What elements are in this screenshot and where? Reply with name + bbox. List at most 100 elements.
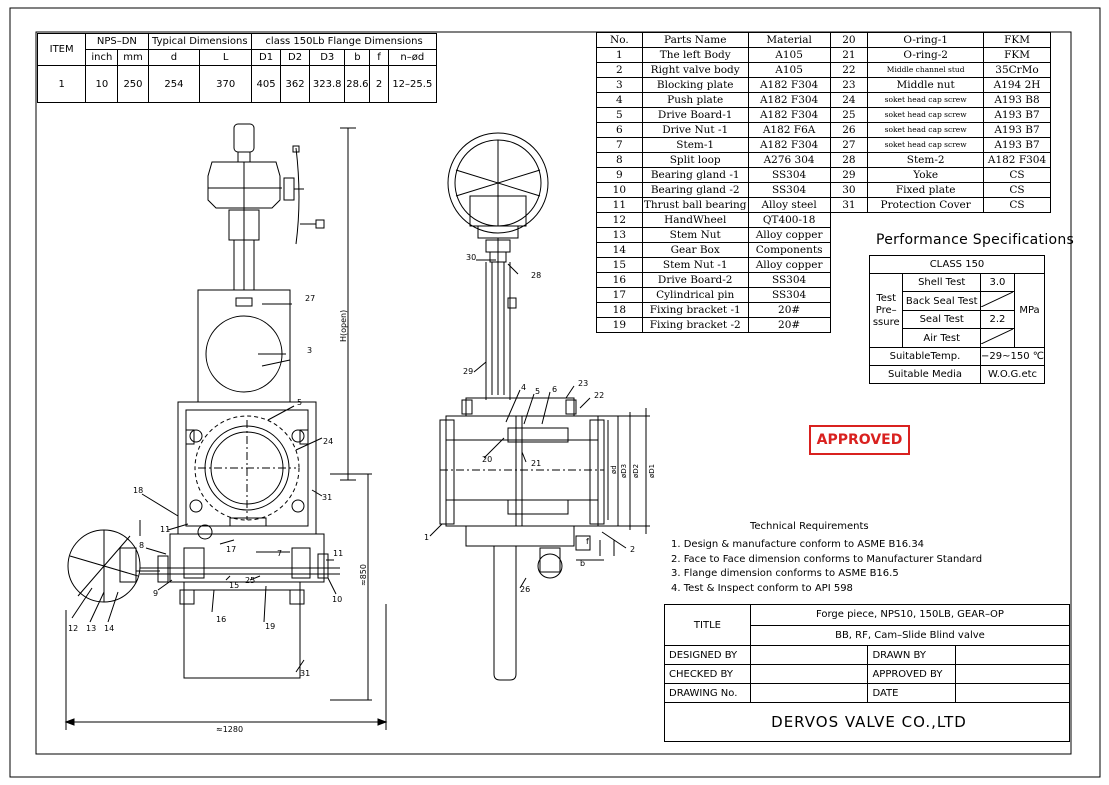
parts-material: A182 F304 [747,137,831,153]
parts-no: 19 [596,317,643,333]
parts-no: 4 [596,92,643,108]
parts-no: 18 [596,302,643,318]
parts-material-right: CS [983,167,1051,183]
label-13: 13 [86,624,96,633]
parts-no: 9 [596,167,643,183]
dim-sub-d2: D2 [280,49,311,66]
parts-material: SS304 [747,182,831,198]
parts-no: 15 [596,257,643,273]
parts-material-right: A193 B7 [983,137,1051,153]
parts-material-right: FKM [983,32,1051,48]
dimension-table: ITEM NPS–DN Typical Dimensions class 150… [36,33,438,103]
parts-material: A182 F6A [747,122,831,138]
parts-material-right: 35CrMo [983,62,1051,78]
label-3: 3 [307,346,312,355]
parts-name-right: O-ring-2 [867,47,985,63]
parts-material: Alloy copper [747,257,831,273]
parts-material: A105 [747,62,831,78]
parts-no: 8 [596,152,643,168]
label-7: 7 [277,549,282,558]
parts-material-right: A193 B7 [983,107,1051,123]
requirement-item: 2. Face to Face dimension conforms to Ma… [671,553,983,565]
label-31b: 31 [300,669,310,678]
dim-cell: 370 [199,65,253,103]
perf-shell-test: Shell Test [902,273,981,292]
perf-back-seal-test: Back Seal Test [902,291,981,311]
parts-name: Drive Board-2 [641,272,749,288]
parts-no: 3 [596,77,643,93]
label-29: 29 [463,367,473,376]
parts-material-right: FKM [983,47,1051,63]
dim-d3: øD3 [620,464,628,478]
dim-sub-l: L [199,49,253,66]
label-23: 23 [578,379,588,388]
perf-shell-value: 3.0 [979,273,1015,292]
label-5: 5 [297,398,302,407]
perf-test-pressure: Test Pre– ssure [868,273,904,348]
label-18: 18 [133,486,143,495]
parts-no: 2 [596,62,643,78]
dim-d2: øD2 [632,464,640,478]
parts-no-right: 31 [829,197,869,213]
parts-no: 11 [596,197,643,213]
parts-name: Stem Nut -1 [641,257,749,273]
dim-cell: 254 [147,65,201,103]
dim-cell: 405 [251,65,282,103]
parts-no: 16 [596,272,643,288]
parts-no: 12 [596,212,643,228]
performance-table: CLASS 150 Test Pre– ssure Shell Test 3.0… [868,255,1046,384]
parts-name: Push plate [641,92,749,108]
parts-no: 6 [596,122,643,138]
parts-material: A182 F304 [747,77,831,93]
parts-name-right: Middle nut [867,77,985,93]
label-27: 27 [305,294,315,303]
parts-material: A105 [747,47,831,63]
parts-name: Drive Nut -1 [641,122,749,138]
date-value [955,683,1070,703]
title-block: TITLE Forge piece, NPS10, 150LB, GEAR–OP… [664,604,1071,742]
dim-header-nps: NPS–DN [85,33,149,50]
parts-name: Fixing bracket -1 [641,302,749,318]
label-31: 31 [322,493,332,502]
parts-material-right: CS [983,182,1051,198]
parts-no-right: 28 [829,152,869,168]
parts-name-right: Yoke [867,167,985,183]
dim-cell: 12–25.5 [387,65,438,103]
front-view-labels: 27 3 5 24 31 18 11 8 17 7 25 15 9 16 19 … [68,294,343,734]
parts-name: Fixing bracket -2 [641,317,749,333]
parts-no-right: 27 [829,137,869,153]
label-22: 22 [594,391,604,400]
requirement-item: 1. Design & manufacture conform to ASME … [671,539,925,550]
label-15: 15 [229,581,239,590]
label-30: 30 [466,253,476,262]
perf-media-value: W.O.G.etc [979,365,1046,384]
requirement-item: 3. Flange dimension conforms to ASME B16… [671,568,899,580]
performance-title: Performance Specifications [876,232,1075,248]
label-25: 25 [245,576,255,585]
perf-temp-value: −29~150 ℃ [979,347,1046,366]
label-14: 14 [104,624,114,633]
perf-seal-value: 2.2 [979,310,1015,329]
dim-sub-nd: n–ød [387,49,438,66]
parts-header-material: Material [747,32,831,48]
parts-no-right: 20 [829,32,869,48]
dim-cell: 28.6 [344,65,371,103]
dim-cell: 1 [36,65,87,103]
parts-material: Components [747,242,831,258]
approved-by-value [955,664,1070,684]
parts-name: Thrust ball bearing [641,197,749,213]
dim-cell: 10 [85,65,119,103]
parts-no-right: 30 [829,182,869,198]
parts-name: The left Body [641,47,749,63]
perf-air-test: Air Test [902,328,981,348]
parts-material: Alloy steel [747,197,831,213]
label-5-side: 5 [535,387,540,396]
